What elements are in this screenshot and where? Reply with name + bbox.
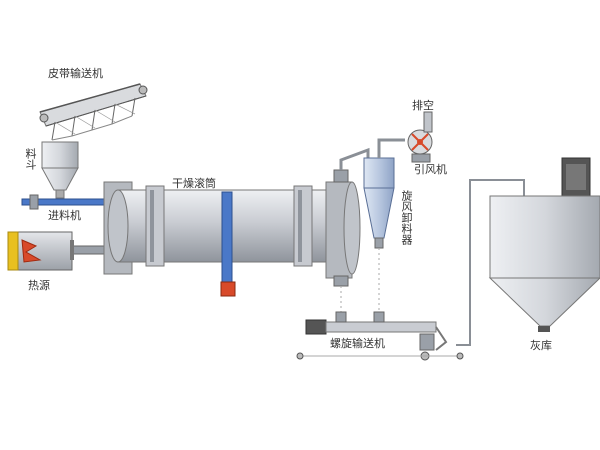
silo-pipe: [456, 179, 525, 346]
screw-conveyor: [296, 311, 464, 361]
feeder: [21, 194, 113, 210]
cyclone: [363, 138, 405, 310]
ash-silo: [488, 157, 600, 332]
hopper: [41, 141, 79, 199]
induced-fan: [407, 111, 433, 163]
label-belt-conveyor: 皮带输送机: [48, 67, 103, 80]
label-feeder: 进料机: [48, 209, 81, 222]
label-induced-fan: 引风机: [414, 163, 447, 176]
label-cyclone: 旋风卸料器: [400, 190, 413, 245]
dryer-drum: [103, 169, 361, 316]
heat-source: [7, 231, 107, 271]
label-ash-silo: 灰库: [530, 339, 552, 352]
label-vent: 排空: [412, 99, 434, 112]
label-screw-conveyor: 螺旋输送机: [330, 337, 385, 350]
label-hopper: 料斗: [24, 148, 37, 170]
exhaust-pipe: [339, 147, 370, 170]
belt-conveyor: [39, 83, 148, 141]
label-dryer-drum: 干燥滚筒: [172, 177, 216, 190]
label-heat-source: 热源: [28, 279, 50, 292]
